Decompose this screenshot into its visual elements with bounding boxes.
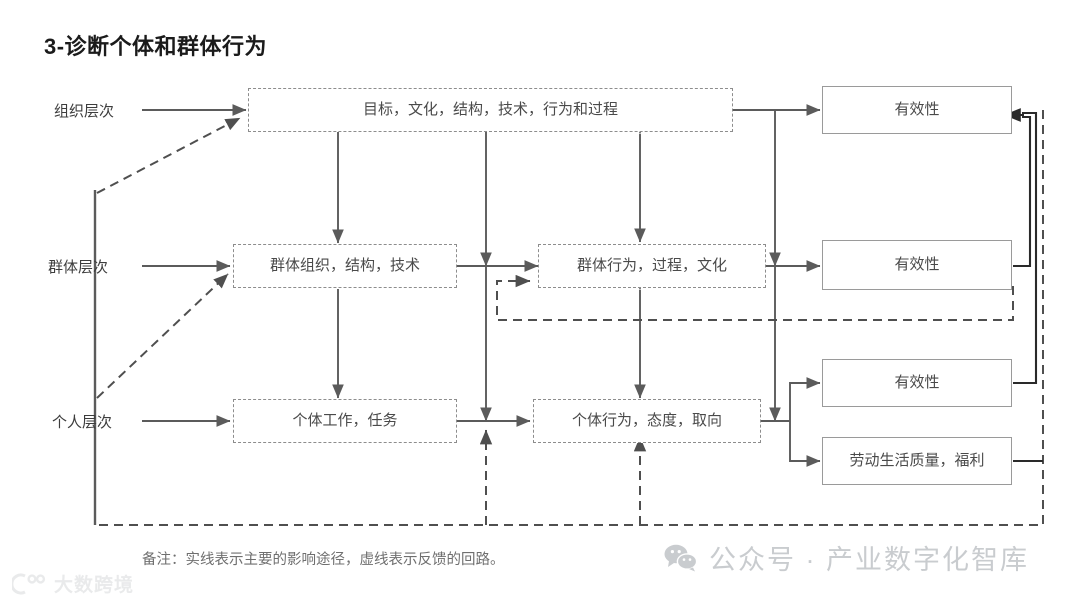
watermark-text: 公众号 · 产业数字化智库 [709,545,1029,575]
node-individual-inputs[interactable]: 个体工作，任务 [233,399,457,443]
brand-logo: 大数跨境 [10,570,135,597]
node-outcome-quality-of-work-life[interactable]: 劳动生活质量，福利 [822,437,1012,485]
level-label-group: 群体层次 [48,259,109,276]
node-outcome-individual[interactable]: 有效性 [822,359,1012,407]
node-group-behavior[interactable]: 群体行为，过程，文化 [538,244,766,288]
page-title: 3-诊断个体和群体行为 [44,34,268,59]
node-organization-inputs[interactable]: 目标，文化，结构，技术，行为和过程 [248,88,733,132]
node-group-inputs[interactable]: 群体组织，结构，技术 [233,244,457,288]
level-label-individual: 个人层次 [52,414,113,431]
wire-feedback-group-to-org-inputs [96,117,241,194]
diagram-footnote: 备注：实线表示主要的影响途径，虚线表示反馈的回路。 [142,552,505,568]
wire-feedback-individual-to-group-inputs [96,273,229,399]
level-label-organization: 组织层次 [54,103,115,120]
node-outcome-organization[interactable]: 有效性 [822,86,1012,134]
wire-branch-to-outcome-qwl [789,421,821,467]
wire-return-outcome-individual-to-top [1013,111,1038,385]
brand-logo-text: 大数跨境 [54,575,135,596]
node-individual-behavior[interactable]: 个体行为，态度，取向 [533,399,761,443]
wire-branch-to-outcome-individual [789,377,821,421]
dashu-logo-icon [10,573,48,595]
watermark: 公众号 · 产业数字化智库 [664,538,1029,577]
wechat-icon [664,544,698,572]
wire-return-outcome-group-to-top [1013,115,1032,268]
node-outcome-group[interactable]: 有效性 [822,240,1012,290]
